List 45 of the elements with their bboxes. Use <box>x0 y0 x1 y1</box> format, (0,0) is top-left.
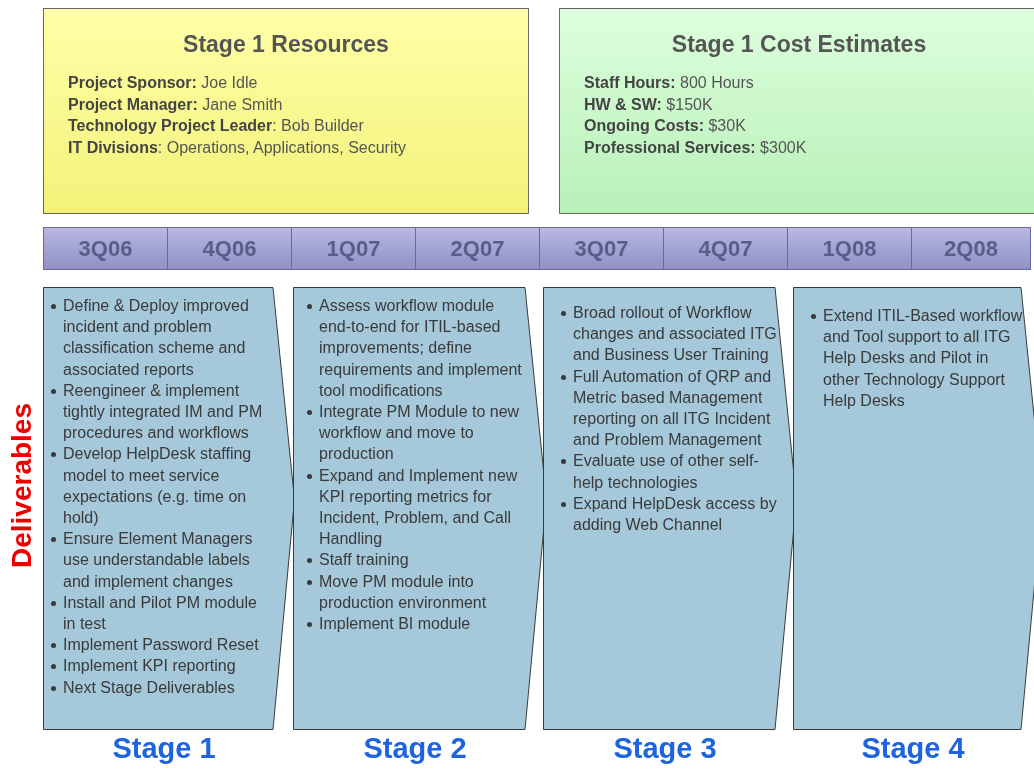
timeline-segment: 2Q08 <box>911 227 1031 270</box>
info-line: Ongoing Costs: $30K <box>584 116 747 136</box>
bullet-item: Full Automation of QRP and Metric based Management reporting on all ITG Incident and Problem Management <box>573 366 773 451</box>
bullet-item: Implement Password Reset <box>63 635 259 656</box>
bullet-item: Expand and Implement new KPI reporting metrics for Incident, Problem, and Call Handling <box>319 465 519 550</box>
panel-heading: Stage 1 Resources <box>182 31 390 58</box>
bullet-item: Next Stage Deliverables <box>63 677 235 698</box>
info-panel <box>559 8 1034 214</box>
timeline-segment: 1Q08 <box>787 227 912 270</box>
bullet-item: Broad rollout of Workflow changes and associated ITG and Business User Training <box>573 303 777 366</box>
bullet-item: Evaluate use of other self-help technologies <box>573 451 760 493</box>
bullet-item: Reengineer & implement tightly integrated IM and PM procedures and workflows <box>63 380 264 444</box>
stage-label: Stage 1 <box>111 732 217 765</box>
timeline-segment: 1Q07 <box>291 227 416 270</box>
panel-heading: Stage 1 Cost Estimates <box>670 31 928 58</box>
info-line: Project Manager: Jane Smith <box>68 94 284 115</box>
bullet-item: Develop HelpDesk staffing model to meet service expectations (e.g. time on hold) <box>63 444 253 529</box>
info-line: Professional Services: $300K <box>584 137 808 158</box>
bullet-item: Implement BI module <box>319 614 471 635</box>
info-line: Project Sponsor: Joe Idle <box>68 73 259 93</box>
timeline-segment: 4Q07 <box>663 227 788 270</box>
bullet-item: Staff training <box>319 550 409 571</box>
timeline-segment: 3Q07 <box>539 227 664 270</box>
info-line: Staff Hours: 800 Hours <box>584 73 755 93</box>
info-line: IT Divisions: Operations, Applications, Security <box>68 137 407 158</box>
stage-label: Stage 3 <box>612 732 718 765</box>
bullet-item: Move PM module into production environment <box>319 571 488 613</box>
bullet-item: Integrate PM Module to new workflow and move to production <box>319 402 521 465</box>
info-line: HW & SW: $150K <box>584 94 714 115</box>
timeline-segment: 3Q06 <box>43 227 168 270</box>
stage-label: Stage 2 <box>362 732 468 765</box>
bullet-item: Implement KPI reporting <box>63 656 236 677</box>
bullet-item: Expand HelpDesk access by adding Web Channel <box>573 493 777 536</box>
info-line: Technology Project Leader: Bob Builder <box>68 116 365 136</box>
bullet-item: Assess workflow module end-to-end for ITIL-based improvements; define requirements and implement tool modifications <box>319 296 523 401</box>
info-panel <box>43 8 529 214</box>
timeline-segment: 4Q06 <box>167 227 292 270</box>
stage-label: Stage 4 <box>860 732 966 765</box>
chevron-panel <box>43 287 295 730</box>
bullet-item: Define & Deploy improved incident and problem classification scheme and associated reports <box>63 296 250 380</box>
chevron-panel <box>793 287 1034 730</box>
bullet-item: Install and Pilot PM module in test <box>63 592 258 635</box>
timeline-segment: 2Q07 <box>415 227 540 270</box>
bullet-item: Ensure Element Managers use understandable labels and implement changes <box>63 529 254 592</box>
bullet-item: Extend ITIL-Based workflow and Tool support to all ITG Help Desks and Pilot in other Technology Support Help Desks <box>823 306 1023 411</box>
